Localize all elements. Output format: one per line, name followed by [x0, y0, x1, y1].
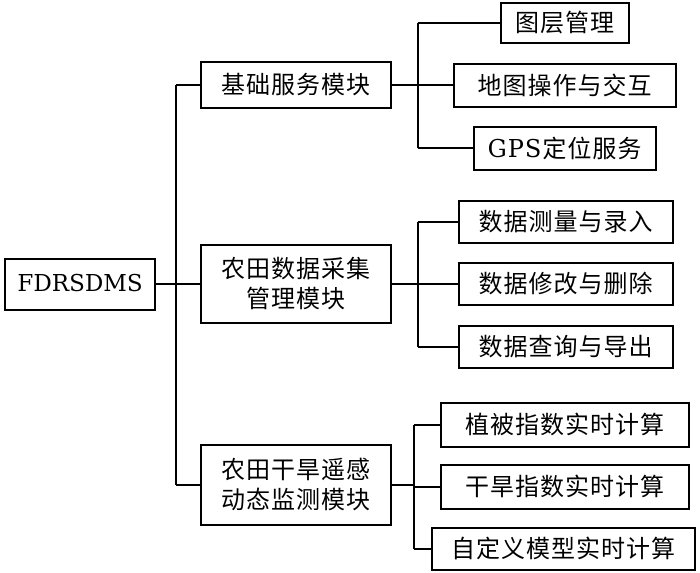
module-2-line-1: 农田数据采集 [221, 255, 371, 283]
leaf-2-1-label: 数据测量与录入 [478, 208, 654, 236]
module-node-drought-monitoring: 农田干旱遥感 动态监测模块 [200, 444, 392, 526]
leaf-node-drought-index: 干旱指数实时计算 [440, 464, 690, 510]
leaf-node-vegetation-index: 植被指数实时计算 [440, 402, 690, 448]
module-node-data-collection: 农田数据采集 管理模块 [200, 244, 392, 324]
root-label: FDRSDMS [17, 271, 143, 298]
module-3-line-1: 农田干旱遥感 [221, 456, 371, 484]
leaf-1-2-label: 地图操作与交互 [477, 71, 653, 100]
module-3-line-2: 动态监测模块 [221, 486, 371, 514]
leaf-node-custom-model: 自定义模型实时计算 [431, 527, 696, 571]
leaf-node-layer-management: 图层管理 [500, 2, 630, 44]
module-1-line-1: 基础服务模块 [221, 71, 371, 99]
leaf-2-3-label: 数据查询与导出 [478, 333, 654, 361]
leaf-node-gps-service: GPS定位服务 [473, 126, 657, 171]
module-2-line-2: 管理模块 [246, 285, 346, 313]
leaf-node-data-entry: 数据测量与录入 [458, 200, 674, 244]
leaf-1-1-label: 图层管理 [515, 9, 615, 37]
leaf-3-2-label: 干旱指数实时计算 [465, 473, 665, 501]
root-node: FDRSDMS [4, 258, 156, 311]
leaf-3-3-label: 自定义模型实时计算 [451, 535, 676, 563]
leaf-3-1-label: 植被指数实时计算 [465, 411, 665, 439]
leaf-1-3-label: GPS定位服务 [487, 134, 643, 163]
leaf-node-map-interaction: 地图操作与交互 [453, 63, 677, 108]
leaf-2-2-label: 数据修改与删除 [478, 270, 654, 298]
leaf-node-data-query: 数据查询与导出 [458, 325, 674, 369]
leaf-node-data-edit: 数据修改与删除 [458, 262, 674, 306]
module-node-basic-services: 基础服务模块 [200, 61, 392, 109]
